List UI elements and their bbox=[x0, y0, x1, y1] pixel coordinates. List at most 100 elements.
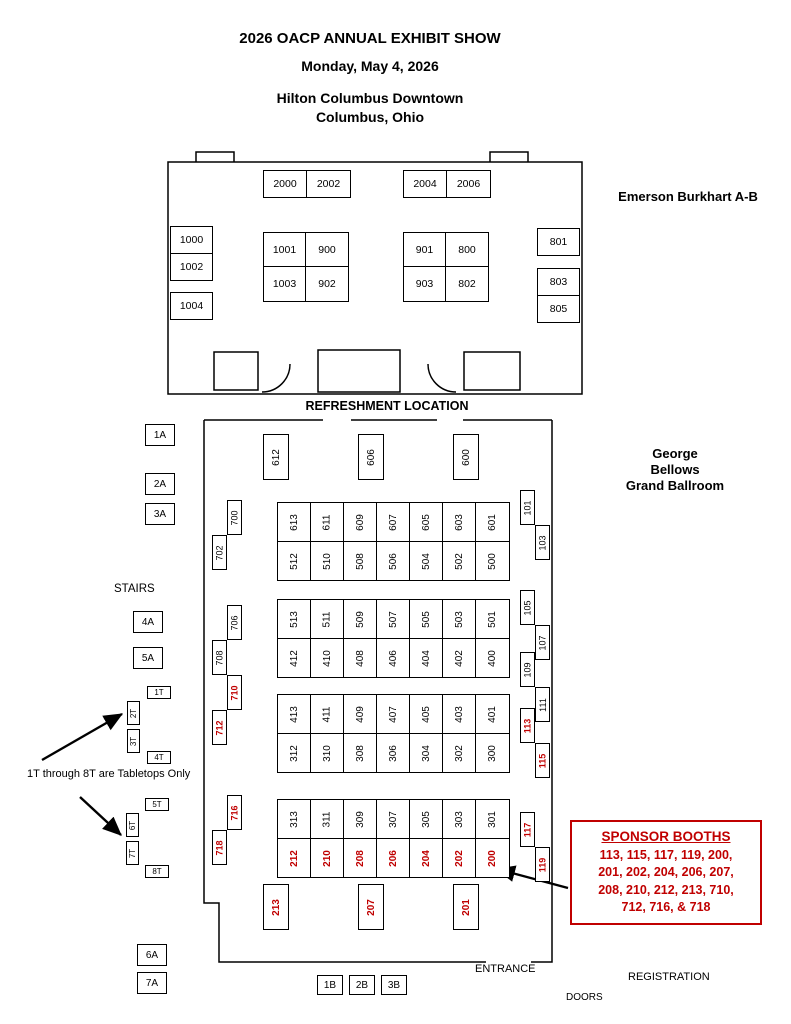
booth: 505 bbox=[410, 600, 443, 638]
booth: 601 bbox=[476, 503, 509, 541]
booth-number: 2000 bbox=[273, 178, 297, 190]
doors-label: DOORS bbox=[566, 992, 603, 1003]
booth-number: 308 bbox=[354, 744, 366, 762]
booth-number: 313 bbox=[288, 810, 300, 828]
booth: 1003 bbox=[264, 267, 306, 301]
booth-number: 401 bbox=[487, 705, 498, 723]
booth: 302 bbox=[443, 734, 476, 772]
booth: 903 bbox=[404, 267, 446, 301]
page-title: 2026 OACP ANNUAL EXHIBIT SHOW bbox=[239, 30, 501, 47]
booth: 212 bbox=[278, 839, 311, 877]
sponsor-booths-line: 712, 716, & 718 bbox=[621, 899, 711, 914]
booth: 105 bbox=[520, 590, 535, 625]
booth-number: 213 bbox=[270, 898, 282, 916]
booth-number: 210 bbox=[321, 849, 333, 867]
booth: 407 bbox=[377, 695, 410, 733]
booth-number: 1002 bbox=[179, 261, 204, 273]
entrance-label: ENTRANCE bbox=[475, 963, 536, 975]
booth: 803 bbox=[537, 268, 580, 296]
booth-number: 411 bbox=[321, 706, 333, 722]
booth-number: 300 bbox=[487, 744, 498, 762]
booth-2B: 2B bbox=[349, 975, 375, 995]
booth: 805 bbox=[537, 295, 580, 323]
booth-number: 1004 bbox=[179, 300, 204, 312]
booth: 304 bbox=[410, 734, 443, 772]
booth: 306 bbox=[377, 734, 410, 772]
booth-block-center-right: 901 800 903 802 bbox=[403, 232, 489, 302]
booth: 1002 bbox=[170, 253, 213, 281]
tabletops-note: 1T through 8T are Tabletops Only bbox=[27, 768, 191, 780]
booth: 506 bbox=[377, 542, 410, 580]
booth: 301 bbox=[476, 800, 509, 838]
booth: 303 bbox=[443, 800, 476, 838]
booth: 308 bbox=[344, 734, 377, 772]
sponsor-booths-line: 113, 115, 117, 119, 200, bbox=[599, 848, 733, 862]
booth-number: 307 bbox=[387, 810, 399, 828]
booth-number: 805 bbox=[549, 303, 568, 315]
booth-number: 803 bbox=[549, 276, 568, 288]
tabletop-1T: 1T bbox=[147, 686, 171, 699]
booth-number: 501 bbox=[487, 610, 498, 628]
booth-label: 7T bbox=[128, 848, 137, 858]
room-label-line: Bellows bbox=[650, 462, 700, 477]
booth-number: 504 bbox=[420, 552, 432, 570]
booth-number: 605 bbox=[420, 513, 432, 531]
booth-5A: 5A bbox=[133, 647, 163, 669]
booth-label: 3B bbox=[387, 979, 401, 991]
booth-number: 410 bbox=[321, 649, 333, 667]
booth-number: 202 bbox=[453, 849, 465, 867]
booth-2A: 2A bbox=[145, 473, 175, 495]
booth-block-center-left: 1001 900 1003 902 bbox=[263, 232, 349, 302]
booth: 307 bbox=[377, 800, 410, 838]
booth-label: 1T bbox=[154, 688, 164, 697]
booth-number: 603 bbox=[453, 513, 465, 531]
booth-number: 409 bbox=[354, 705, 366, 723]
booth: 708 bbox=[212, 640, 227, 675]
booth-number: 2002 bbox=[316, 178, 341, 190]
booth-number: 403 bbox=[453, 705, 465, 723]
tabletop-8T: 8T bbox=[145, 865, 169, 878]
booth: 310 bbox=[311, 734, 344, 772]
booth-number: 119 bbox=[537, 857, 548, 872]
booth-number: 204 bbox=[420, 849, 432, 867]
tabletop-4T: 4T bbox=[147, 751, 171, 764]
booth-number: 107 bbox=[537, 634, 548, 651]
booth-label: 2A bbox=[153, 478, 167, 490]
booth-label: 5T bbox=[152, 800, 162, 809]
booth: 412 bbox=[278, 639, 311, 677]
room-label-line: George bbox=[652, 446, 698, 461]
venue-city: Columbus, Ohio bbox=[315, 109, 425, 125]
booth-number: 311 bbox=[321, 811, 333, 827]
booth-label: 4T bbox=[154, 753, 164, 762]
booth-3A: 3A bbox=[145, 503, 175, 525]
booth: 101 bbox=[520, 490, 535, 525]
booth-number: 611 bbox=[321, 514, 333, 530]
booth-number: 606 bbox=[365, 448, 377, 466]
booth-number: 200 bbox=[487, 849, 498, 867]
booth-number: 710 bbox=[229, 684, 240, 701]
booth: 413 bbox=[278, 695, 311, 733]
tabletop-arrow-lower bbox=[79, 796, 122, 836]
booth-number: 208 bbox=[354, 849, 366, 867]
booth: 513 bbox=[278, 600, 311, 638]
booth-number: 510 bbox=[321, 552, 333, 570]
booth-7A: 7A bbox=[137, 972, 167, 994]
booth-number: 2006 bbox=[456, 178, 481, 190]
booth-number: 115 bbox=[537, 753, 548, 768]
booth: 202 bbox=[443, 839, 476, 877]
right-wall-pair-109-111: 109 111 bbox=[520, 652, 550, 722]
booth-number: 407 bbox=[387, 705, 399, 723]
booth-number: 113 bbox=[522, 718, 533, 733]
booth-number: 613 bbox=[288, 513, 300, 531]
booth-number: 201 bbox=[460, 898, 472, 916]
booth-label: 2B bbox=[355, 979, 369, 991]
booth-label: 1B bbox=[323, 979, 337, 991]
booth-number: 901 bbox=[415, 243, 434, 256]
